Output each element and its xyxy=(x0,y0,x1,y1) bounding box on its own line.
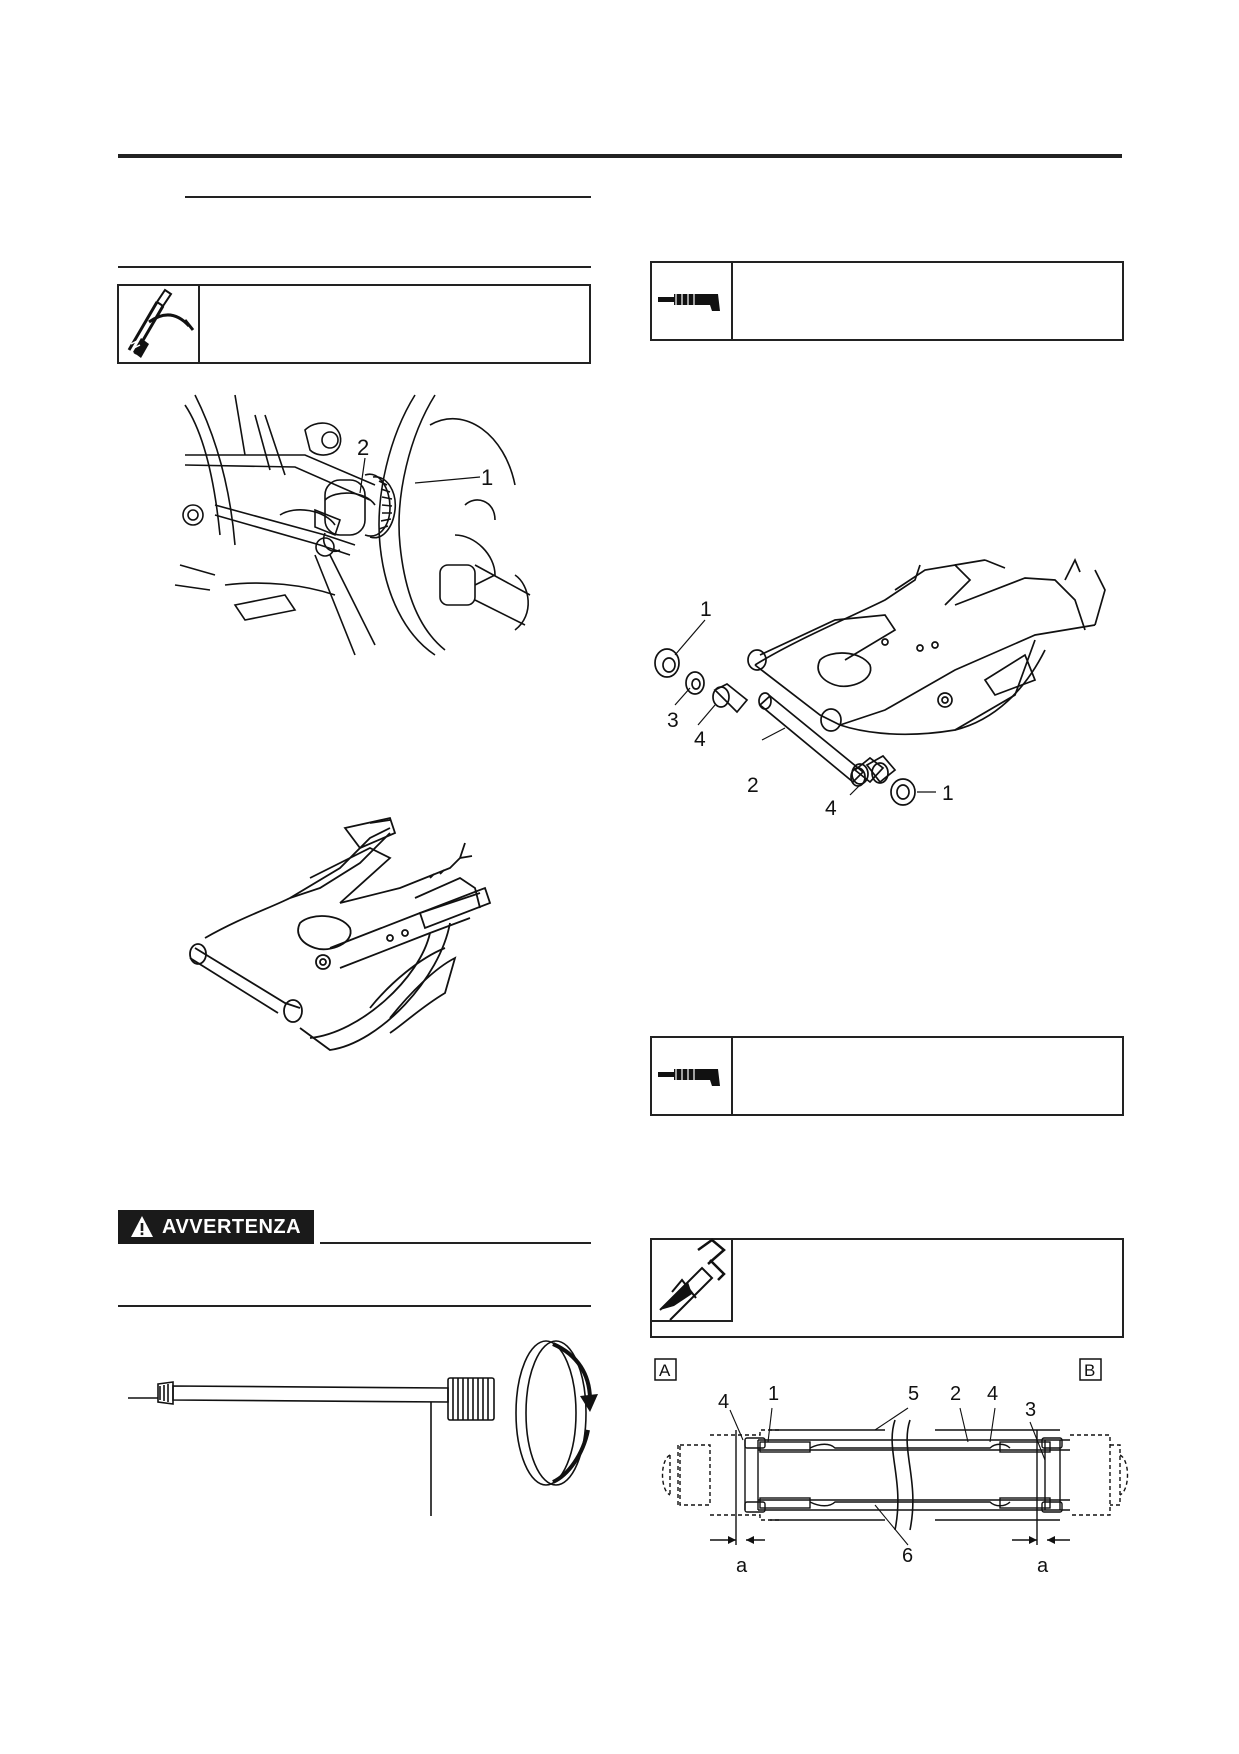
callout-1b: 1 xyxy=(942,782,954,805)
section-callout-2: 2 xyxy=(950,1383,961,1405)
box-label-a: A xyxy=(659,1361,671,1380)
section-callout-4a: 4 xyxy=(718,1391,729,1413)
section-callout-1: 1 xyxy=(768,1383,779,1405)
rotation-arrow-icon xyxy=(552,1342,592,1401)
header-rule xyxy=(118,154,1122,158)
callout-2: 2 xyxy=(747,774,759,797)
grease-gun-icon xyxy=(658,294,720,311)
grease-box-2 xyxy=(650,1036,1124,1116)
warning-triangle-icon xyxy=(131,1216,153,1237)
caliper-icon xyxy=(659,1238,726,1321)
callout-2: 2 xyxy=(357,435,369,460)
callout-4b: 4 xyxy=(825,797,837,820)
dimension-label-a-left: a xyxy=(736,1555,748,1577)
grease-gun-icon xyxy=(658,1069,720,1086)
pivot-section-diagram: A B 4 1 5 2 4 3 6 a a xyxy=(654,1358,1129,1577)
swingarm-illustration xyxy=(189,816,492,1051)
section-rule-full xyxy=(118,266,591,268)
callout-1a: 1 xyxy=(700,598,712,621)
warning-rule-bottom xyxy=(118,1305,591,1307)
swingarm-exploded-illustration: 1 3 4 2 4 1 xyxy=(654,557,1106,820)
measure-box xyxy=(650,1238,1124,1338)
tool-icon-cell xyxy=(119,286,200,362)
wrench-tool-icon xyxy=(127,288,195,358)
section-rule-short xyxy=(185,196,591,198)
section-callout-6: 6 xyxy=(902,1545,913,1567)
grease-icon-cell-1 xyxy=(652,263,733,339)
warning-label: AVVERTENZA xyxy=(162,1216,302,1238)
grease-box-1 xyxy=(650,261,1124,341)
warning-rule-top xyxy=(320,1242,591,1244)
dimension-label-a-right: a xyxy=(1037,1555,1049,1577)
section-callout-5: 5 xyxy=(908,1383,919,1405)
callout-3: 3 xyxy=(667,709,679,732)
caliper-icon-cell xyxy=(652,1238,733,1322)
grease-icon-cell-2 xyxy=(652,1038,733,1114)
callout-1: 1 xyxy=(481,465,493,490)
warning-badge: AVVERTENZA xyxy=(118,1210,314,1244)
rear-mount-illustration: 2 1 xyxy=(174,394,531,656)
box-label-b: B xyxy=(1084,1361,1095,1380)
section-callout-3: 3 xyxy=(1025,1399,1036,1421)
special-tool-box xyxy=(117,284,591,364)
pivot-shaft-illustration xyxy=(128,1340,598,1516)
callout-4a: 4 xyxy=(694,728,706,751)
section-callout-4b: 4 xyxy=(987,1383,998,1405)
